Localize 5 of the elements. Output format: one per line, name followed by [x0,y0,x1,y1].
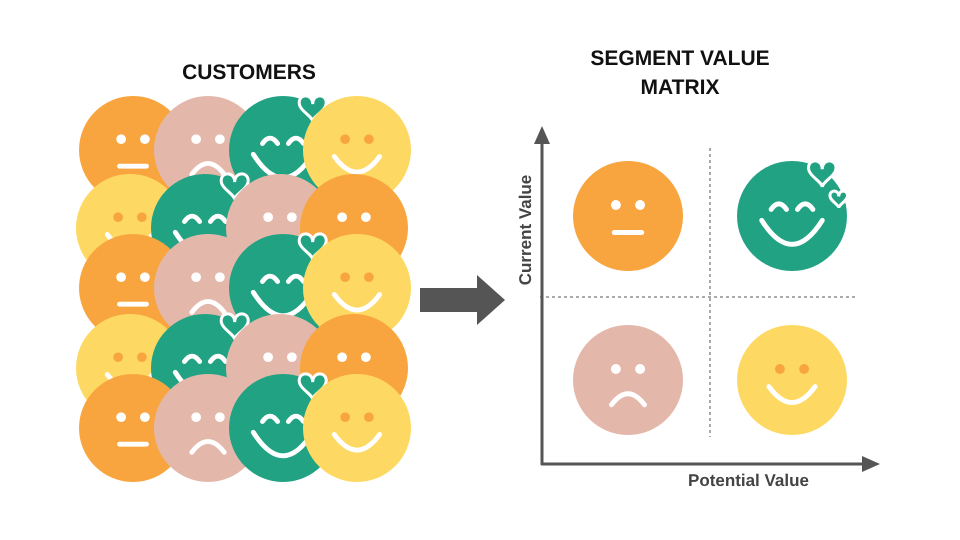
axis-label: Potential Value [688,471,809,491]
axis-label: Current Value [516,174,536,288]
heading: CUSTOMERS [181,60,317,86]
heading: SEGMENT VALUE MATRIX [589,46,771,101]
arrow [420,275,505,325]
